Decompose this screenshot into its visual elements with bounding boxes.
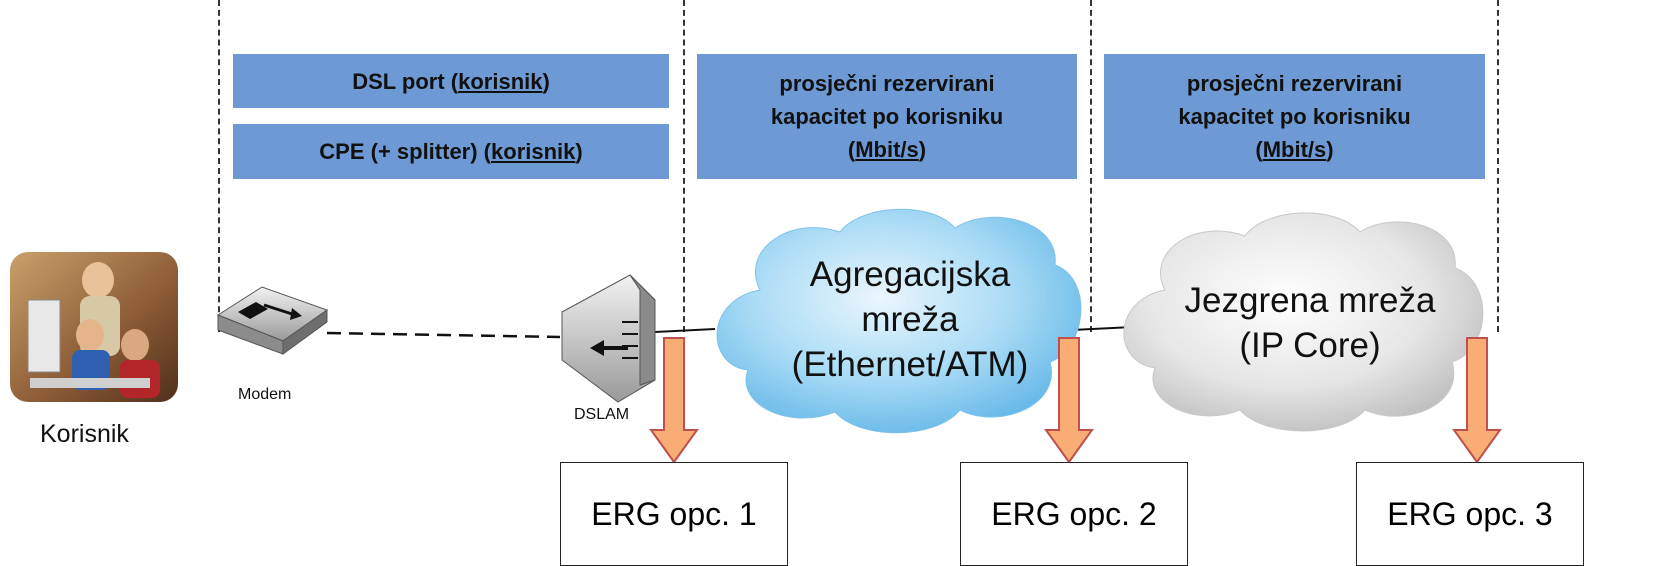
- agg-capacity-underlined: Mbit/s: [855, 137, 919, 162]
- erg-option-1-box: ERG opc. 1: [560, 462, 788, 566]
- core-capacity-line1: prosječni rezervirani: [1186, 71, 1403, 96]
- separator-line-3: [1090, 0, 1092, 332]
- user-photo: [10, 252, 178, 402]
- core-cloud-line1: Jezgrena mreža: [1184, 281, 1436, 320]
- agg-capacity-prefix: (: [847, 137, 856, 162]
- agg-capacity-line1: prosječni rezervirani: [779, 71, 995, 96]
- cpe-suffix: ): [575, 139, 583, 164]
- aggregation-cloud-line2: mreža: [861, 300, 959, 339]
- cpe-box: CPE (+ splitter) (korisnik): [233, 124, 669, 179]
- core-capacity-line2: kapacitet po korisniku: [1178, 104, 1411, 129]
- modem-label: Modem: [238, 386, 292, 403]
- erg-arrow-3: [1452, 337, 1502, 464]
- cpe-underlined: korisnik: [491, 139, 576, 164]
- dsl-port-box: DSL port (korisnik): [233, 54, 669, 108]
- core-capacity-box: prosječni rezervirani kapacitet po koris…: [1104, 54, 1485, 179]
- separator-line-1: [218, 0, 220, 332]
- cpe-prefix: CPE (+ splitter) (: [319, 139, 492, 164]
- aggregation-cloud-label: Agregacijska mreža (Ethernet/ATM): [760, 252, 1060, 387]
- aggregation-capacity-box: prosječni rezervirani kapacitet po koris…: [697, 54, 1077, 179]
- agg-capacity-line2: kapacitet po korisniku: [770, 104, 1004, 129]
- core-cloud: [1123, 212, 1484, 432]
- aggregation-cloud-line3: (Ethernet/ATM): [791, 345, 1029, 384]
- erg-option-2-box: ERG opc. 2: [960, 462, 1188, 566]
- dsl-port-prefix: DSL port (: [352, 68, 459, 94]
- core-capacity-prefix: (: [1255, 137, 1263, 162]
- erg-option-3-box: ERG opc. 3: [1356, 462, 1584, 566]
- erg-arrow-1: [649, 337, 699, 464]
- dsl-port-suffix: ): [542, 68, 550, 94]
- core-capacity-underlined: Mbit/s: [1262, 137, 1327, 162]
- core-capacity-suffix: ): [1326, 137, 1334, 162]
- modem-icon: [216, 286, 329, 355]
- erg-arrow-2: [1044, 337, 1094, 464]
- dslam-icon: [561, 274, 656, 403]
- core-cloud-line2: (IP Core): [1239, 326, 1381, 365]
- user-label: Korisnik: [40, 420, 129, 448]
- dsl-port-underlined: korisnik: [458, 68, 543, 94]
- separator-line-4: [1497, 0, 1499, 332]
- aggregation-cloud-line1: Agregacijska: [809, 255, 1011, 294]
- aggregation-cloud: [716, 208, 1082, 434]
- agg-capacity-suffix: ): [918, 137, 927, 162]
- modem-dslam-dashed-link: [326, 331, 561, 339]
- core-cloud-label: Jezgrena mreža (IP Core): [1170, 278, 1450, 368]
- separator-line-2: [683, 0, 685, 332]
- cloud-cloud-link: [1071, 326, 1134, 331]
- dslam-label: DSLAM: [574, 406, 630, 423]
- dslam-cloud-link: [654, 328, 716, 333]
